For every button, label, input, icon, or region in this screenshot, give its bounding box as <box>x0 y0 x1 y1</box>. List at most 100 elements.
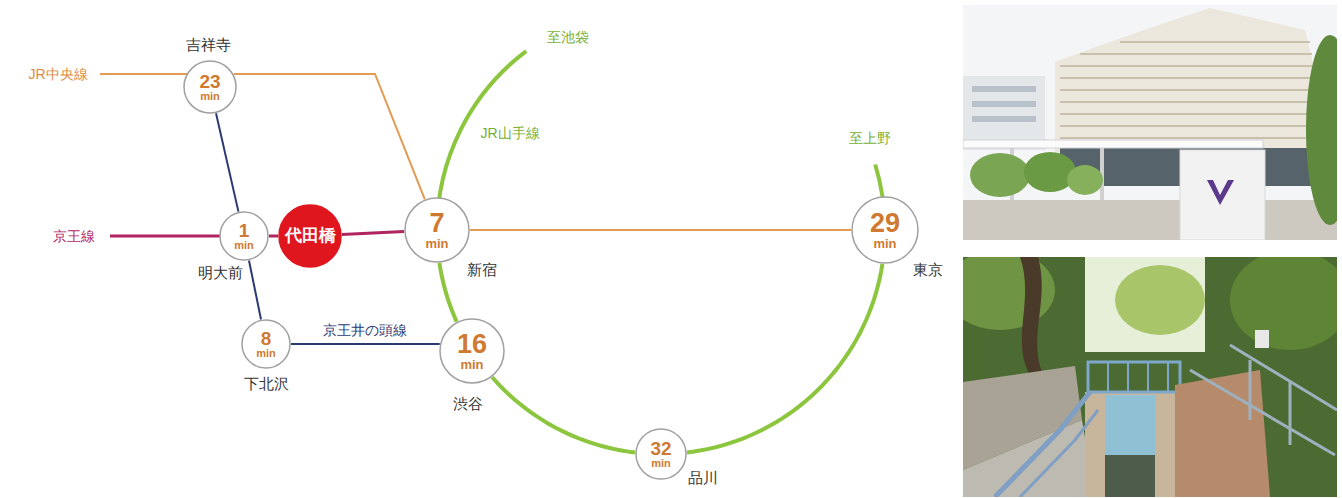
white-disc <box>636 429 686 479</box>
bar <box>1147 362 1149 392</box>
minutes-unit: min <box>651 458 671 470</box>
white-disc <box>220 212 268 260</box>
main-building <box>1055 8 1322 160</box>
stream-photo <box>963 257 1337 497</box>
rail <box>1230 345 1337 410</box>
foliage-patch <box>1230 257 1337 350</box>
station-name: 代田橋 <box>285 226 336 246</box>
line-name: JR中央線 <box>28 66 87 83</box>
station-circle: 8min下北沢 <box>241 319 291 369</box>
minutes-number: 1 <box>239 221 250 240</box>
station-circle: 1min明大前 <box>219 211 269 261</box>
rail-line <box>269 235 278 238</box>
station-name: 品川 <box>688 469 718 487</box>
louver <box>1060 77 1316 79</box>
photo-sky <box>963 5 1337 240</box>
circle-content: 16min <box>457 331 487 372</box>
white-disc <box>852 197 918 263</box>
circle-content: 29min <box>870 210 900 251</box>
rail-line <box>439 263 456 322</box>
rail-line <box>234 74 425 199</box>
red-disc <box>279 205 341 267</box>
rail-line <box>687 264 882 453</box>
rail-line <box>492 377 635 452</box>
rail-line <box>342 232 404 235</box>
notice-board <box>1255 330 1269 348</box>
louver <box>1060 137 1320 139</box>
office-block <box>963 76 1045 150</box>
post <box>1289 382 1292 445</box>
station-circle: 7min新宿 <box>404 197 470 263</box>
minutes-unit: min <box>234 240 254 252</box>
bar <box>1167 362 1169 392</box>
white-disc <box>242 320 290 368</box>
window-row <box>972 86 1036 92</box>
minutes-number: 8 <box>261 329 272 348</box>
station-circle: 16min渋谷 <box>439 318 505 384</box>
window-row <box>972 101 1036 107</box>
louver <box>1080 53 1312 55</box>
louver <box>1060 89 1318 91</box>
home-station-circle: 代田橋 <box>278 204 342 268</box>
channel-wall <box>1085 392 1175 497</box>
circle-content: 1min <box>234 221 254 252</box>
foliage-patch <box>1115 265 1205 335</box>
line-name: JR山手線 <box>480 125 539 142</box>
louvers <box>1060 42 1320 138</box>
line-name: 至上野 <box>849 130 891 147</box>
rail <box>1190 370 1335 455</box>
tree-trunk <box>1020 257 1042 375</box>
campus-photo <box>963 5 1337 240</box>
station-name: 下北沢 <box>244 375 289 393</box>
station-name: 新宿 <box>467 261 497 279</box>
logo-mark <box>1207 180 1234 205</box>
path-railing <box>995 392 1090 497</box>
station-name: 渋谷 <box>453 395 483 413</box>
minutes-number: 32 <box>650 439 671 458</box>
circle-content: 代田橋 <box>285 226 336 246</box>
white-disc <box>405 198 469 262</box>
rail-line <box>470 229 851 231</box>
line-name: 京王井の頭線 <box>320 322 410 339</box>
station-name: 吉祥寺 <box>186 36 231 54</box>
sign-wall <box>1180 150 1265 240</box>
minutes-number: 23 <box>199 72 220 91</box>
minutes-unit: min <box>425 237 448 251</box>
bridge-rail <box>1088 362 1180 392</box>
rail-line <box>291 343 440 345</box>
louver <box>1060 65 1314 67</box>
louver <box>1120 41 1310 43</box>
rail-line <box>216 113 238 211</box>
water <box>1105 455 1155 497</box>
bar <box>1127 362 1129 392</box>
tree <box>1306 35 1337 225</box>
station-circle: 29min東京 <box>851 196 919 264</box>
line-name: 京王線 <box>53 228 95 245</box>
minutes-unit: min <box>460 358 483 372</box>
minutes-unit: min <box>256 348 276 360</box>
station-circle: 23min吉祥寺 <box>183 60 237 114</box>
tree <box>1024 152 1076 192</box>
line-name: 至池袋 <box>547 29 589 46</box>
path-railing <box>1020 410 1098 497</box>
louver <box>1060 101 1320 103</box>
bar <box>1107 362 1109 392</box>
minutes-number: 29 <box>870 210 900 237</box>
bridge-bars <box>1108 362 1168 392</box>
station-circle: 32min品川 <box>635 428 687 480</box>
louver <box>1060 113 1320 115</box>
window-row <box>972 116 1036 122</box>
circle-content: 32min <box>650 439 671 470</box>
station-name: 東京 <box>913 261 943 279</box>
white-disc <box>184 61 236 113</box>
stair-railing <box>1190 345 1337 455</box>
tree <box>970 153 1030 197</box>
minutes-number: 16 <box>457 331 487 358</box>
post <box>1249 360 1252 420</box>
rail-line <box>249 260 261 319</box>
tree <box>1067 165 1103 195</box>
bright-sky <box>1085 257 1205 352</box>
white-disc <box>440 319 504 383</box>
water <box>1105 395 1155 455</box>
louver <box>1060 125 1320 127</box>
